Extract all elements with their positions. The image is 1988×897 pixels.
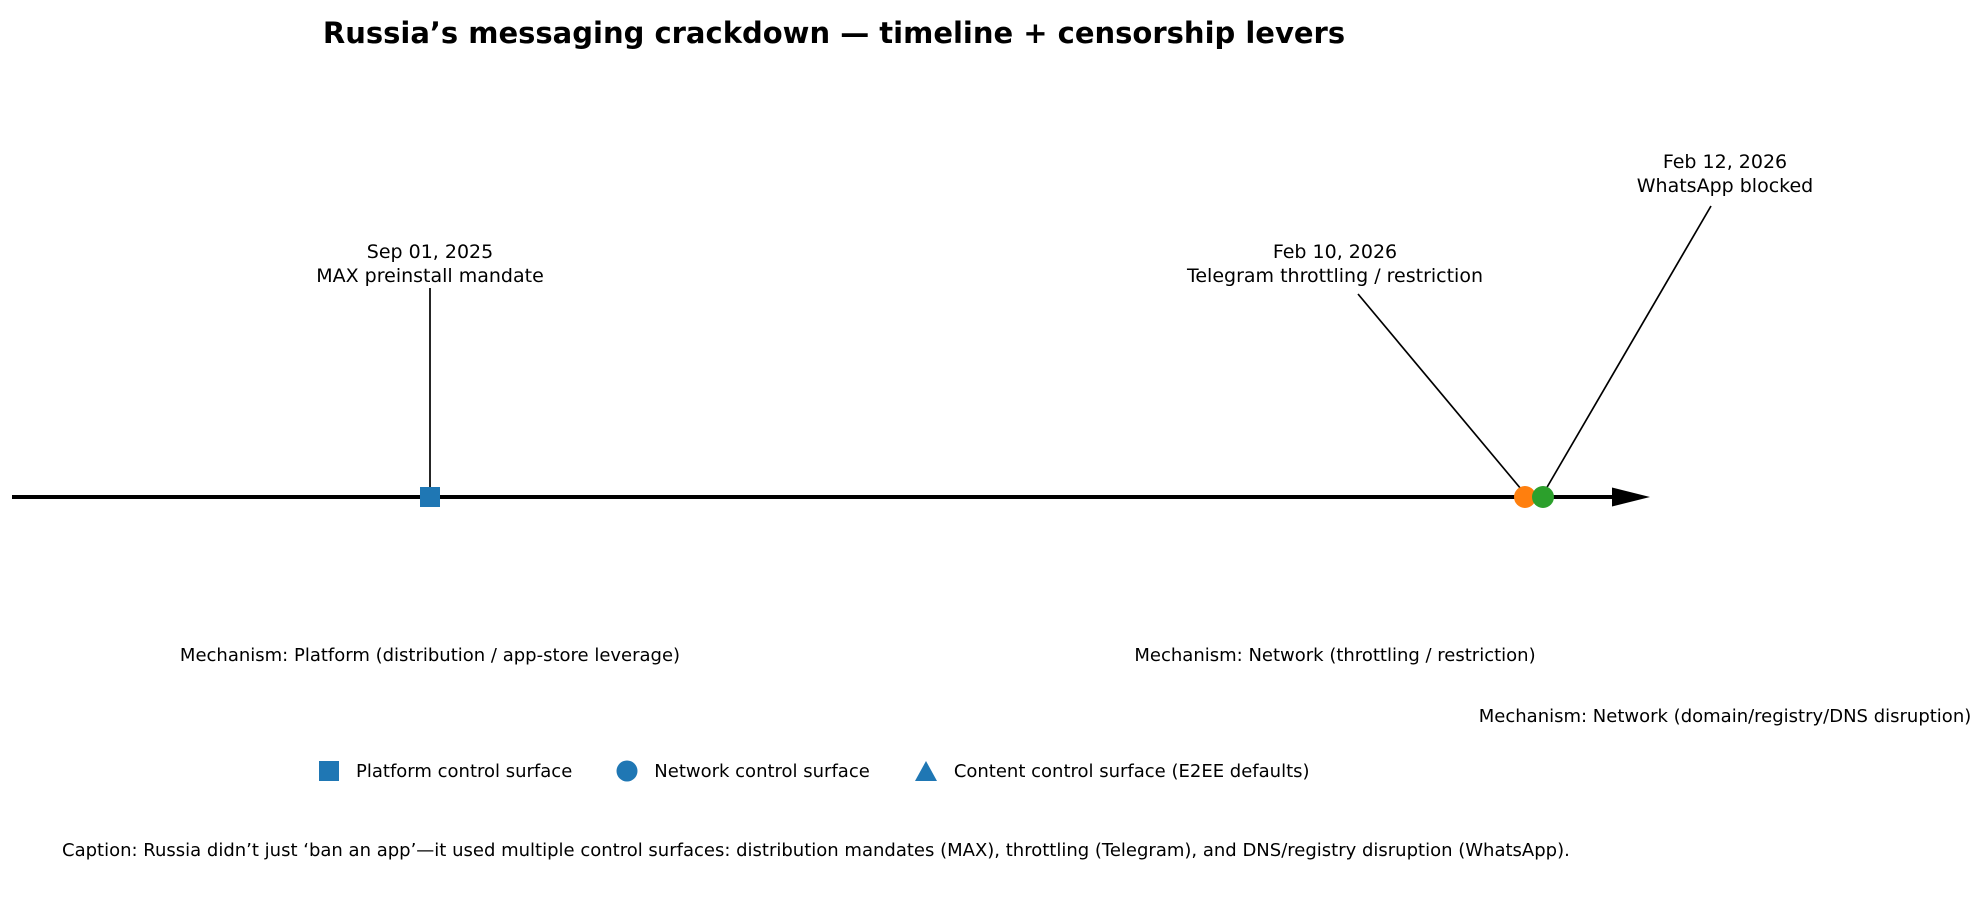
legend-item-content: Content control surface (E2EE defaults) (914, 760, 1310, 782)
legend-circle-shape (616, 760, 638, 782)
event-marker-whatsapp-circle (1532, 486, 1554, 508)
legend-label: Content control surface (E2EE defaults) (953, 760, 1310, 782)
legend-triangle-shape (914, 761, 937, 781)
legend-label: Network control surface (654, 760, 870, 782)
axis-arrowhead-icon (1612, 487, 1650, 507)
legend-label: Platform control surface (356, 760, 573, 782)
legend-item-network: Network control surface (616, 760, 870, 782)
legend-circle-icon (616, 760, 638, 782)
legend-square-shape (319, 761, 339, 781)
legend-square-icon (319, 761, 339, 781)
event-marker-telegram-circle (1514, 486, 1536, 508)
mechanism-label-network-dns: Mechanism: Network (domain/registry/DNS … (1478, 706, 1972, 727)
caption: Caption: Russia didn’t just ‘ban an app’… (62, 840, 1570, 861)
connector-line-telegram (1357, 293, 1522, 490)
event-marker-max-square (420, 487, 440, 507)
legend-item-platform: Platform control surface (318, 760, 572, 782)
annotation-date: Feb 10, 2026 (1272, 241, 1398, 263)
annotation-telegram-throttling: Feb 10, 2026 Telegram throttling / restr… (1187, 240, 1483, 288)
mechanism-label-network-throttling: Mechanism: Network (throttling / restric… (1134, 645, 1536, 666)
annotation-date: Feb 12, 2026 (1662, 151, 1788, 173)
connector-line-whatsapp (1545, 205, 1712, 490)
annotation-label: WhatsApp blocked (1636, 175, 1814, 197)
annotation-label: MAX preinstall mandate (316, 265, 544, 287)
mechanism-label-platform: Mechanism: Platform (distribution / app-… (179, 645, 681, 666)
annotation-date: Sep 01, 2025 (366, 241, 494, 263)
legend-triangle-icon (914, 761, 937, 781)
annotation-whatsapp-blocked: Feb 12, 2026 WhatsApp blocked (1637, 150, 1813, 198)
legend: Platform control surface Network control… (318, 757, 1310, 785)
annotation-label: Telegram throttling / restriction (1186, 265, 1484, 287)
annotation-max-preinstall: Sep 01, 2025 MAX preinstall mandate (316, 240, 544, 288)
chart-title: Russia’s messaging crackdown — timeline … (322, 16, 1346, 50)
